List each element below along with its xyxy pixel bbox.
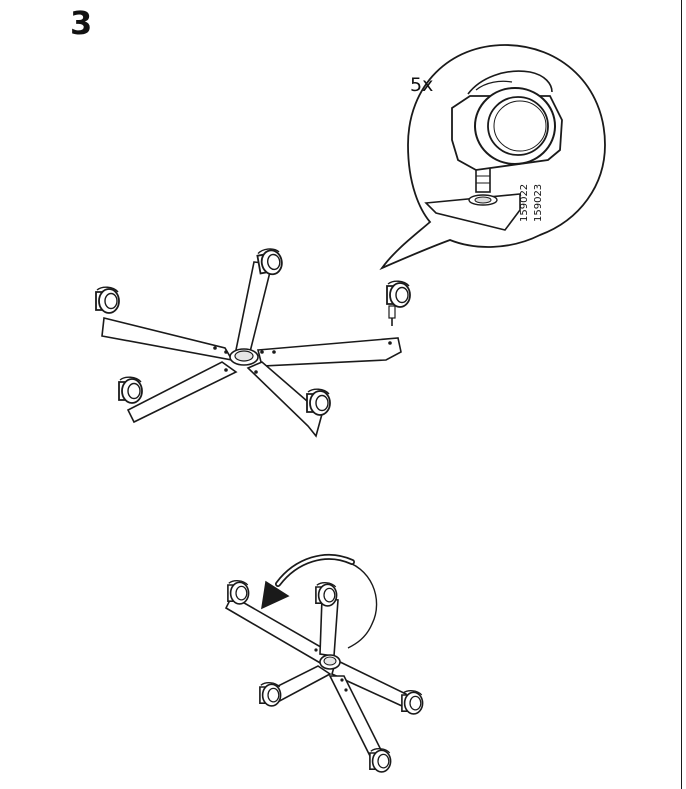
step-number: 3 [70,4,93,42]
chair-base-upper [95,246,411,438]
quantity-label: 5x [410,74,434,96]
page-edge-rule [681,0,682,789]
chair-base-lower [224,559,424,773]
part-code: 159023 [533,183,544,222]
caster-wheel-icon [451,70,563,171]
part-code: 159022 [519,183,530,222]
detail-callout-icon [379,44,606,271]
curved-arrow-icon [261,553,355,610]
